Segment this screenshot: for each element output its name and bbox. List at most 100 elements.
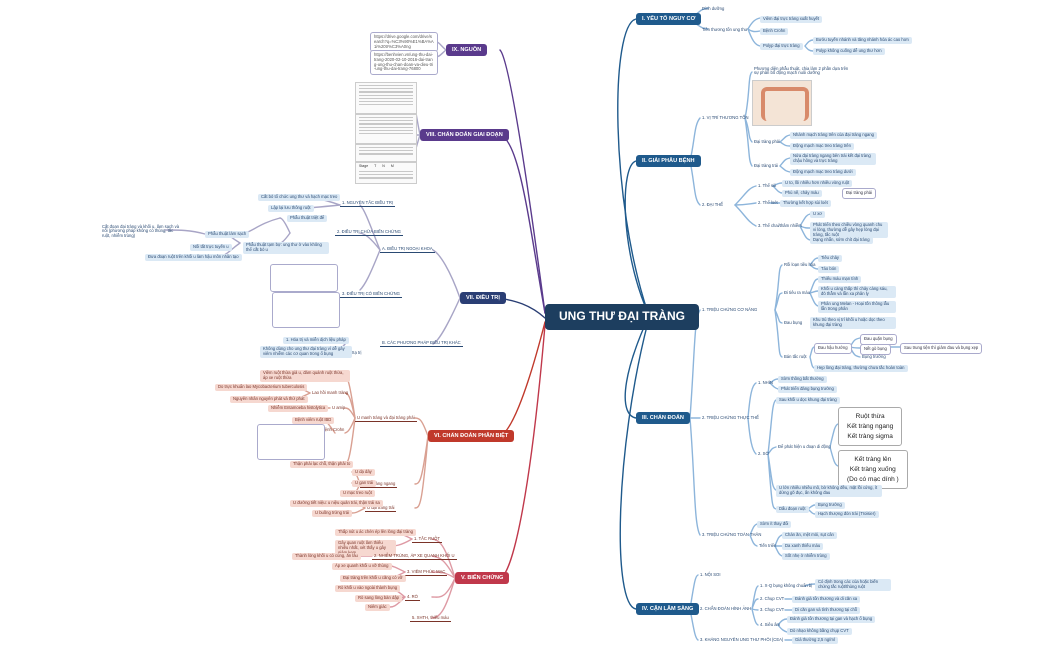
node[interactable]: Niêm giác xyxy=(365,604,390,611)
node[interactable]: Táo bón xyxy=(818,266,840,273)
node[interactable]: Sờm thông bất thường xyxy=(778,376,827,383)
node[interactable]: Tiền thương tổn ung thư xyxy=(702,26,748,32)
node[interactable]: U buồng trứng trái xyxy=(312,510,352,517)
node[interactable]: Đưa đoạn ruột trên khối u làm hậu môn nh… xyxy=(145,254,242,261)
branch-staging[interactable]: VIII. CHẨN ĐOÁN GIAI ĐOẠN xyxy=(420,129,509,142)
node[interactable]: U dạ dày xyxy=(352,469,375,476)
node[interactable]: Polyp đại trực tràng xyxy=(760,43,803,50)
node[interactable]: Phương diện phẫu thuật, chia làm 2 phần … xyxy=(754,65,849,76)
node[interactable]: B. CÁC PHƯƠNG PHÁP ĐIỀU TRỊ KHÁC xyxy=(380,340,463,347)
node[interactable]: 1. VỊ TRÍ THƯƠNG TỔN xyxy=(702,114,749,120)
node[interactable]: 2. ĐẠI THỂ xyxy=(702,201,724,207)
branch-risk-factors[interactable]: I. YẾU TỐ NGUY CƠ xyxy=(636,13,702,26)
node[interactable]: 5. XHTH, thiếu máu xyxy=(410,615,451,622)
node[interactable]: Tiến triển xyxy=(759,542,777,548)
node[interactable]: Thận phải lạc chỗ, thận phải to xyxy=(290,461,354,468)
node[interactable]: Bán tắc ruột xyxy=(784,353,807,359)
node[interactable]: Phát triển theo chiều vòng quanh chu vi … xyxy=(810,222,888,239)
node[interactable]: Cắt đoạn đại tràng và khối u, làm sạch v… xyxy=(102,223,180,239)
node[interactable]: 3. KHÁNG NGUYÊN UNG THƯ PHÔI (CEA) xyxy=(700,636,784,642)
node[interactable]: Thường kết hợp sùi loét xyxy=(780,200,831,207)
node[interactable]: Đau hậu hướng xyxy=(814,343,852,354)
branch-treatment[interactable]: VII. ĐIỀU TRỊ xyxy=(460,292,506,305)
branch-differential[interactable]: VI. CHẨN ĐOÁN PHÂN BIỆT xyxy=(428,430,515,443)
node[interactable]: 1. TẮC RUỘT xyxy=(412,536,442,543)
node[interactable]: Đau bụng xyxy=(784,319,803,325)
source-link[interactable]: https://benhvien.vn/ung-thu-dai-trang-20… xyxy=(370,50,438,76)
branch-paraclinical[interactable]: IV. CẬN LÂM SÀNG xyxy=(636,603,700,616)
node[interactable]: Nết gò bụng xyxy=(860,344,891,355)
node[interactable]: Sốt nhẹ ở nhiễm trùng xyxy=(782,553,830,560)
node[interactable]: Áp xe quanh khối u vỡ thùng xyxy=(332,563,392,570)
node[interactable]: 1. Hóa trị và miễn dịch liệu pháp xyxy=(283,337,349,344)
node[interactable]: 2. CHẨN ĐOÁN HÌNH ẢNH xyxy=(700,605,752,611)
node[interactable]: 1. NỘI SOI xyxy=(700,571,721,577)
node[interactable]: Phát triển đáng bụng trường xyxy=(778,386,837,393)
branch-sources[interactable]: IX. NGUỒN xyxy=(446,44,488,57)
node[interactable]: 3. VIÊM PHÚC MẠC xyxy=(405,569,448,576)
node[interactable]: Phân ung Melan - Hoại tốn thông lẫu lẫn … xyxy=(818,301,896,313)
node[interactable]: 3. TRIỆU CHỨNG TOÀN THÂN xyxy=(702,531,762,537)
node[interactable]: Đánh giá tổn thương và di căn xa xyxy=(792,596,861,603)
node[interactable]: 3. ĐIỀU TRỊ CÓ BIẾN CHỨNG xyxy=(340,291,402,298)
node[interactable]: U manh tràng và đại tràng phải xyxy=(355,415,417,422)
node[interactable]: 2. Thể loét xyxy=(758,199,778,205)
node[interactable]: Bướu tuyến nhánh và tăng nhánh hóa ác ca… xyxy=(813,37,912,44)
node[interactable]: Nhiễm Entamoeba histolytica xyxy=(268,405,329,412)
node[interactable]: Dinh dưỡng xyxy=(702,5,725,11)
branch-complications[interactable]: V. BIẾN CHỨNG xyxy=(455,572,510,585)
node[interactable]: Để phát hiện u đoạn di động xyxy=(778,443,831,449)
node[interactable]: Bụng trướng xyxy=(815,502,845,509)
node[interactable]: 1. Thể sùi xyxy=(758,182,777,188)
node[interactable]: 1. X-Q bụng không chuẩn bị xyxy=(760,582,813,588)
node[interactable]: 3. Thể chai/thâm nhiễm xyxy=(758,222,802,228)
node[interactable]: Hẹp lòng đại tràng, thường chưa tắc hoàn… xyxy=(814,365,908,372)
node[interactable]: 2. ĐIỀU TRỊ CHỮA BIẾN CHỨNG xyxy=(335,229,403,236)
node[interactable]: U đường tiết niệu: u niệu quản trái, thậ… xyxy=(290,500,383,507)
branch-diagnosis[interactable]: III. CHẨN ĐOÁN xyxy=(636,412,690,425)
node[interactable]: Di căn gan và tình thương tại chỗ xyxy=(792,607,861,614)
node[interactable]: U mạc treo ruột xyxy=(340,490,375,497)
node[interactable]: Dò nhạo không bằng chụp CVT xyxy=(787,628,852,635)
node[interactable]: U to, lồi nhiều hơn nhiều vòng ruột xyxy=(782,180,853,187)
node[interactable]: Rối loạn tiêu hóa xyxy=(784,261,816,267)
node[interactable]: 2. NHIỄM TRÙNG, ÁP XE QUANH KHỐI U xyxy=(372,553,457,560)
node[interactable]: U xơ xyxy=(810,211,826,218)
node[interactable]: Dấu đoạn ruột xyxy=(776,506,809,513)
node[interactable]: Thấp nút u ác chèn ép lên lòng đại tràng xyxy=(335,529,416,536)
node[interactable]: Chán ăn, mệt mỏi, sụt cân xyxy=(782,532,837,539)
node[interactable]: Viêm đại trực tràng xuất huyết xyxy=(760,16,823,23)
node[interactable]: Bụng trướng xyxy=(862,353,886,359)
node[interactable]: Động mạch mạc treo tràng dưới xyxy=(790,169,856,176)
node[interactable]: Đi tiêu ra máu xyxy=(784,289,811,295)
node[interactable]: Đánh giá tổn thương tại gan và hạch ổ bụ… xyxy=(787,616,876,623)
node[interactable]: Tiêu chảy xyxy=(818,255,842,262)
callout-relief[interactable]: Sau trung tiện thì giảm đau và bụng xẹp xyxy=(900,343,983,354)
node[interactable]: Phẫu thuật tạm bợ: ung thư ở vào không t… xyxy=(243,242,329,254)
node[interactable]: Phù nề, chảy máu xyxy=(782,190,822,197)
node[interactable]: Hạch thượng đòn trái (Troisier) xyxy=(815,511,879,518)
node[interactable]: 2. Xạ trị xyxy=(347,349,362,355)
node[interactable]: Khối u càng thấp thì chảy càng sáu, đỏ t… xyxy=(818,286,896,298)
node[interactable]: Da xanh thiếu máu xyxy=(782,543,824,550)
node[interactable]: 1. NHÌN xyxy=(758,379,773,385)
node[interactable]: Nối tắt trực tuyến u xyxy=(190,244,232,251)
node[interactable]: Viêm ruột thừa giả u, đám quánh ruột thừ… xyxy=(260,370,350,382)
node[interactable]: Động mạch mạc treo tràng trên xyxy=(790,143,854,150)
node[interactable]: Lao hồi manh tràng xyxy=(312,389,349,395)
node[interactable]: Đại tràng phải xyxy=(754,138,781,144)
node[interactable]: Bệnh Crohn xyxy=(322,426,345,432)
callout-right-colon[interactable]: Đại tràng phải xyxy=(842,188,877,199)
node[interactable]: 4. RÒ xyxy=(405,594,420,601)
node[interactable]: Nhánh mạch tràng trên của đại tràng ngan… xyxy=(790,132,878,139)
node[interactable]: Rò sang lòng bàn dập xyxy=(355,595,402,602)
node[interactable]: U đại tràng trái xyxy=(365,505,397,512)
node[interactable]: A. ĐIỀU TRỊ NGOẠI KHOA xyxy=(380,246,435,253)
node[interactable]: Khu trú theo vị trí khối u hoặc dọc theo… xyxy=(810,317,896,329)
node[interactable]: 4. Siêu âm xyxy=(760,621,781,627)
node[interactable]: 1. NGUYÊN TẮC ĐIỀU TRỊ xyxy=(340,200,396,207)
node[interactable]: Sờm ít thay đổi xyxy=(757,521,792,528)
central-topic[interactable]: UNG THƯ ĐẠI TRÀNG xyxy=(545,304,699,330)
node[interactable]: Bệnh Crohn xyxy=(760,28,789,35)
node[interactable]: Có định trong các của hoặc biến chứng tắ… xyxy=(815,579,891,591)
